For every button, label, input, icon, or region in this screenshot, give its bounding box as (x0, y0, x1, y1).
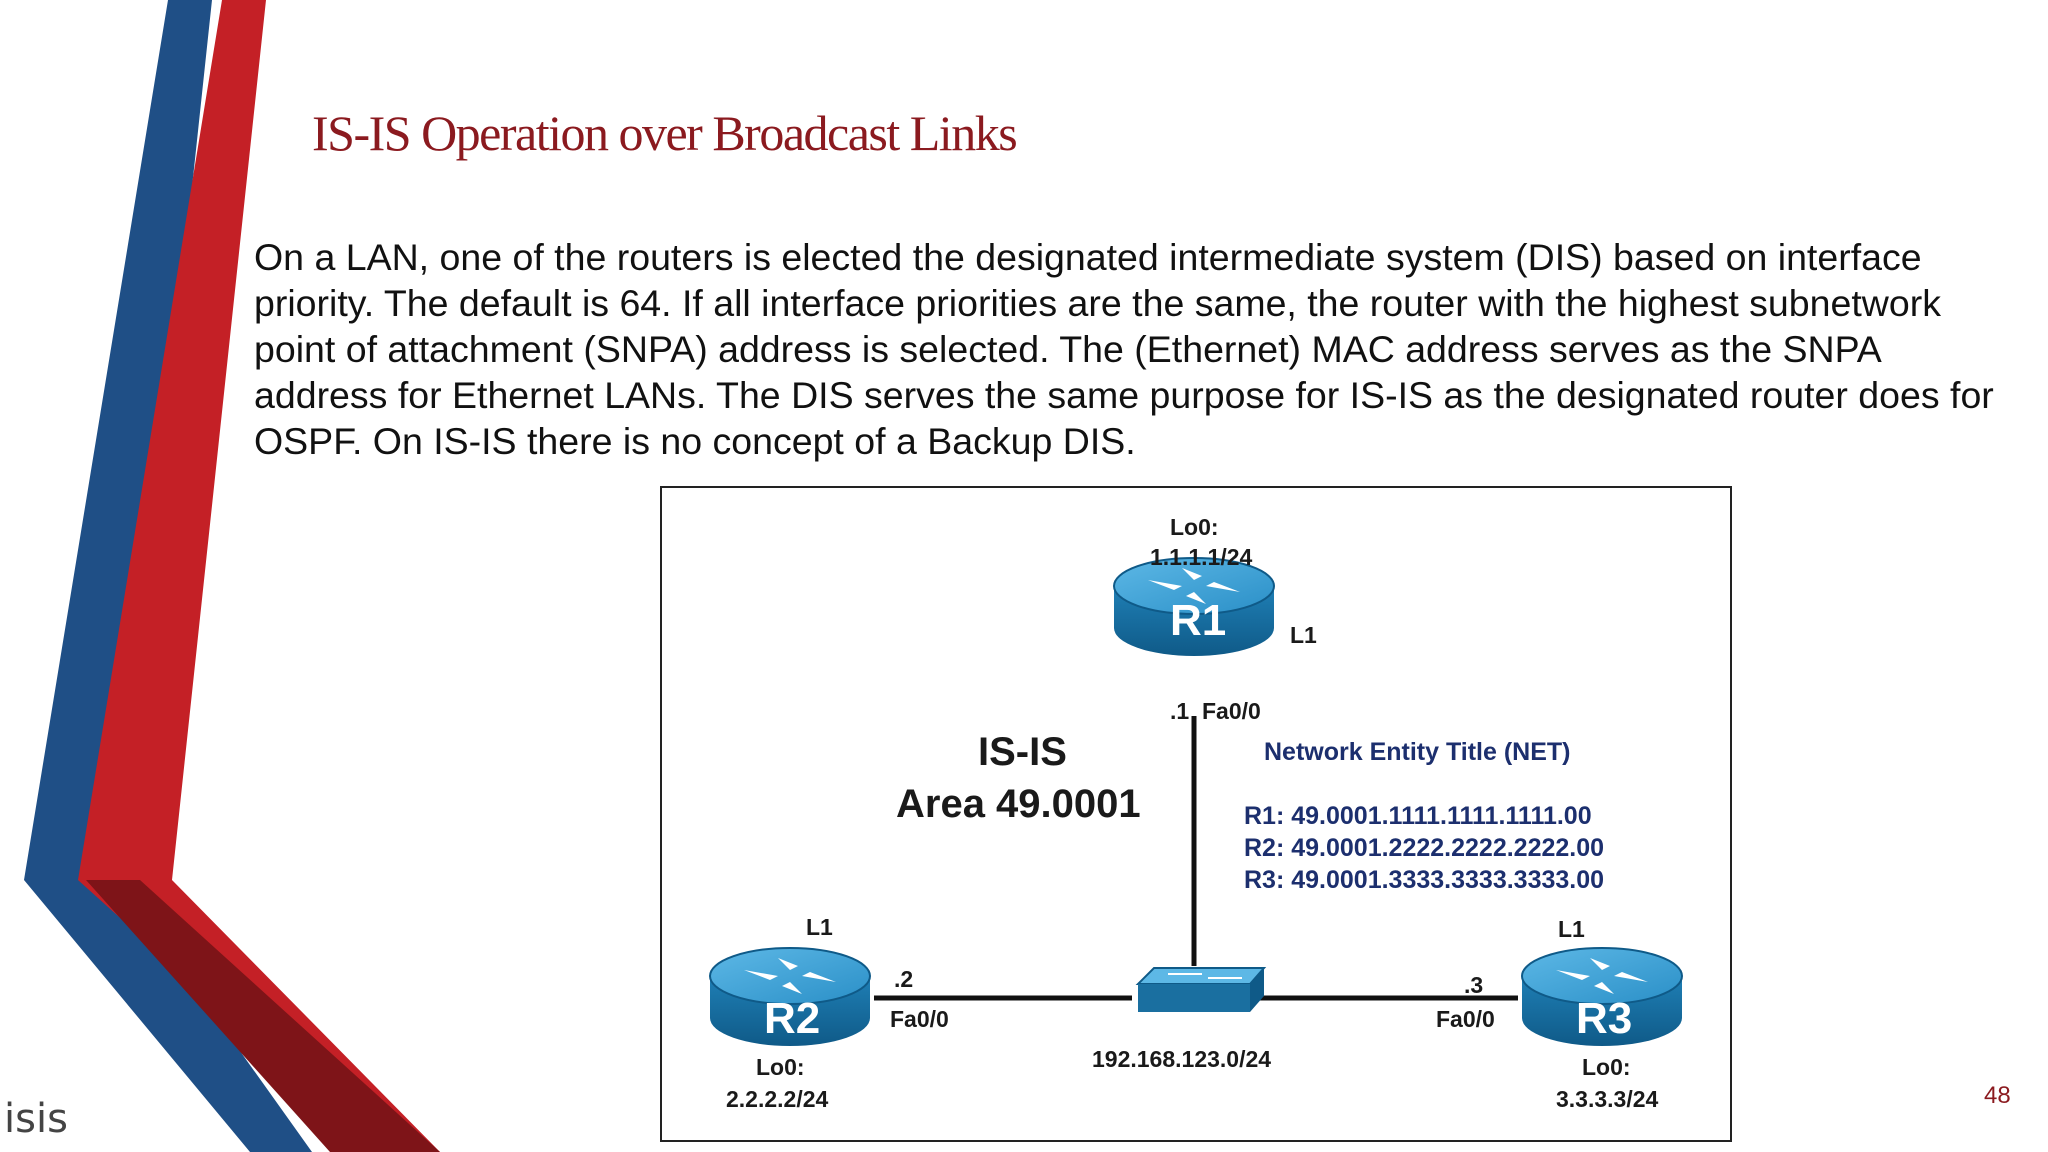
r3-level: L1 (1558, 916, 1585, 942)
router-r3-icon (1521, 947, 1683, 1046)
network-diagram: Lo0: 1.1.1.1/24 R1 L1 .1 Fa0/0 IS-IS Are… (660, 486, 1732, 1142)
r2-loopback-address: 2.2.2.2/24 (726, 1086, 829, 1112)
page-number: 48 (1984, 1082, 2011, 1109)
footer-logo: isis (4, 1096, 68, 1142)
router-r1-icon (1113, 557, 1275, 656)
switch-icon (1135, 967, 1267, 1012)
r2-interface: Fa0/0 (890, 1006, 949, 1032)
r2-loopback-label: Lo0: (756, 1054, 805, 1080)
net-heading: Network Entity Title (NET) (1264, 738, 1571, 766)
router-r2-icon (709, 947, 871, 1046)
r3-loopback-address: 3.3.3.3/24 (1556, 1086, 1659, 1112)
dark-red-stripe (86, 880, 440, 1152)
r3-host-address: .3 (1464, 972, 1484, 998)
area-label: Area 49.0001 (896, 782, 1141, 826)
r1-interface: Fa0/0 (1202, 698, 1261, 724)
net-entry-r1: R1: 49.0001.1111.1111.1111.00 (1244, 802, 1592, 830)
r3-name: R3 (1576, 994, 1633, 1043)
r3-interface: Fa0/0 (1436, 1006, 1495, 1032)
topology-svg (709, 557, 1683, 1046)
r1-host-address: .1 (1170, 698, 1190, 724)
net-entry-r3: R3: 49.0001.3333.3333.3333.00 (1244, 866, 1605, 894)
r1-name: R1 (1170, 596, 1227, 645)
r2-host-address: .2 (894, 966, 914, 992)
slide-title: IS-IS Operation over Broadcast Links (312, 105, 1018, 161)
switch-subnet: 192.168.123.0/24 (1092, 1046, 1272, 1072)
red-stripe (78, 0, 440, 1152)
net-entry-r2: R2: 49.0001.2222.2222.2222.00 (1244, 834, 1605, 862)
slide-body-text: On a LAN, one of the routers is elected … (254, 236, 1994, 462)
r1-loopback-address: 1.1.1.1/24 (1150, 544, 1253, 570)
area-title: IS-IS (978, 730, 1067, 774)
r1-level: L1 (1290, 622, 1317, 648)
r2-level: L1 (806, 914, 833, 940)
r1-loopback-label: Lo0: (1170, 514, 1219, 540)
r2-name: R2 (764, 994, 821, 1043)
r3-loopback-label: Lo0: (1582, 1054, 1631, 1080)
